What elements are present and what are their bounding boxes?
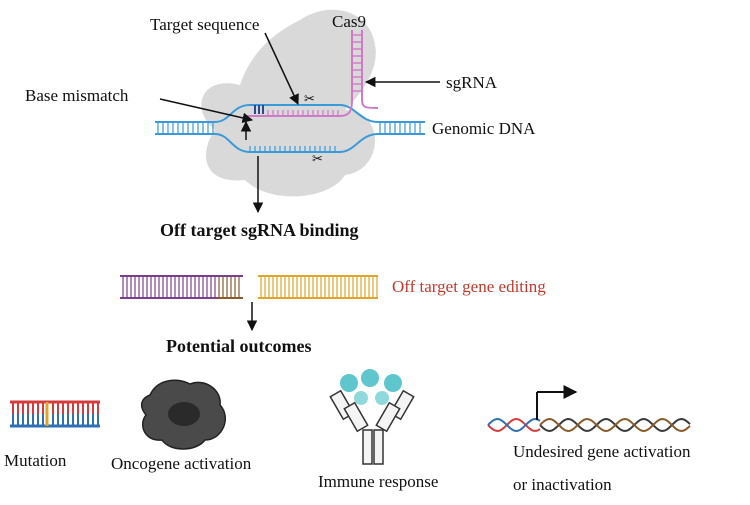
edited-dna-left — [120, 275, 243, 299]
target-sequence-arrow — [264, 32, 299, 105]
off-target-binding-label: Off target sgRNA binding — [160, 220, 359, 240]
base-mismatch-label: Base mismatch — [25, 86, 129, 105]
outcome-gene-label-line2: or inactivation — [513, 475, 612, 494]
gene-activation-icon — [487, 385, 691, 433]
edited-dna-right — [258, 275, 378, 299]
genomic-dna — [155, 104, 425, 153]
tumor-cell-icon — [140, 379, 226, 450]
cas9-label: Cas9 — [332, 12, 366, 31]
outcome-oncogene-label: Oncogene activation — [111, 454, 252, 473]
base-mismatch-arrow — [159, 98, 254, 124]
outcome-immune-label: Immune response — [318, 472, 438, 491]
sgrna-strand — [245, 30, 379, 117]
sgrna-label: sgRNA — [446, 73, 498, 92]
outcome-gene-label-line1: Undesired gene activation — [513, 442, 691, 461]
genomic-dna-label: Genomic DNA — [432, 119, 536, 138]
cas9-protein-shape — [201, 9, 376, 197]
outcome-mutation-label: Mutation — [4, 451, 67, 470]
off-target-editing-label: Off target gene editing — [392, 277, 546, 296]
antibody-icon — [329, 369, 415, 465]
scissors-icon: ✂ — [304, 91, 315, 106]
potential-outcomes-label: Potential outcomes — [166, 336, 311, 356]
target-sequence-label: Target sequence — [150, 15, 259, 34]
scissors-icon: ✂ — [312, 151, 323, 166]
dna-mutation-icon — [10, 400, 100, 428]
